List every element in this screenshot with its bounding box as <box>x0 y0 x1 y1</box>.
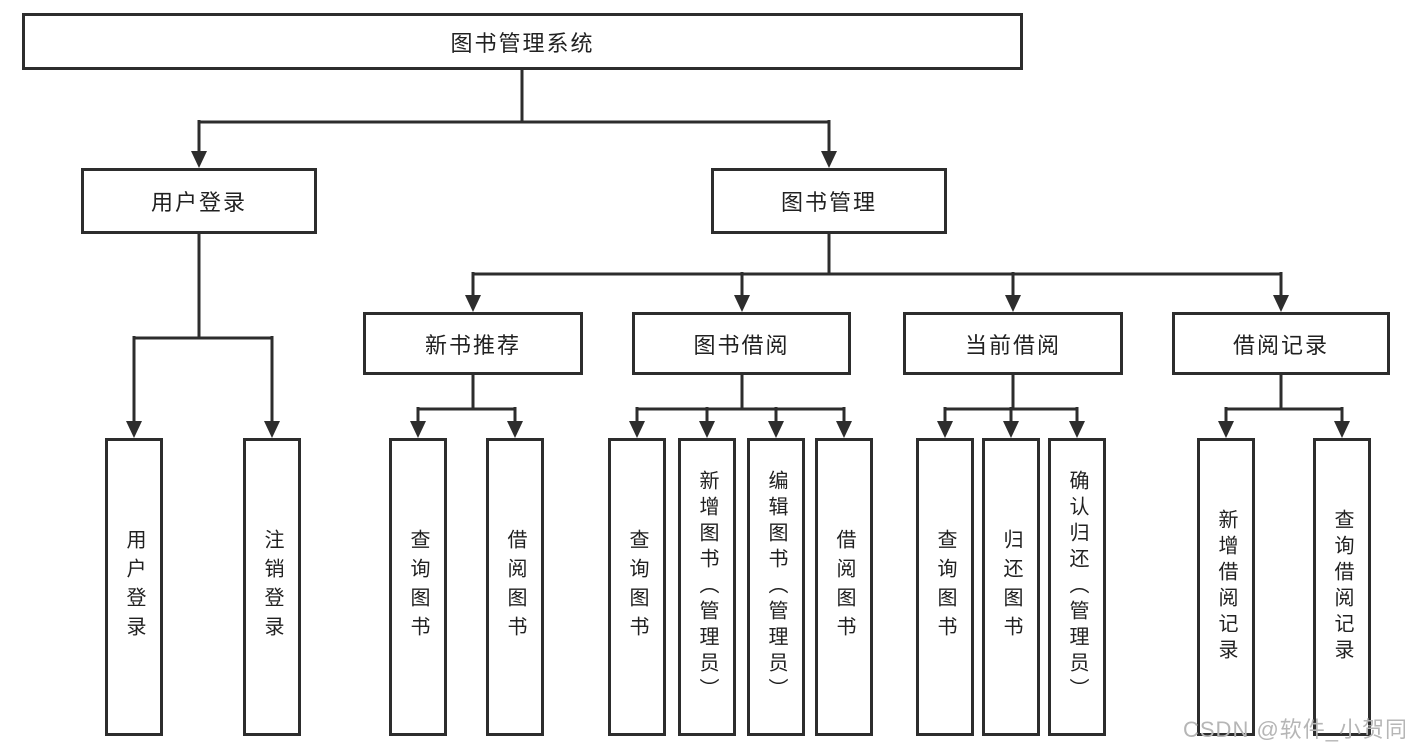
leaf-query-borrow-record: 查询借阅记录 <box>1313 438 1371 736</box>
node-user-login: 用户登录 <box>81 168 317 234</box>
node-book-management: 图书管理 <box>711 168 947 234</box>
leaf-logout: 注销登录 <box>243 438 301 736</box>
leaf-query-books-recommend: 查询图书 <box>389 438 447 736</box>
node-new-book-recommend: 新书推荐 <box>363 312 583 375</box>
node-root-system: 图书管理系统 <box>22 13 1023 70</box>
node-current-borrow: 当前借阅 <box>903 312 1123 375</box>
leaf-borrow-books: 借阅图书 <box>815 438 873 736</box>
node-borrow-records: 借阅记录 <box>1172 312 1390 375</box>
leaf-add-borrow-record: 新增借阅记录 <box>1197 438 1255 736</box>
leaf-return-books: 归还图书 <box>982 438 1040 736</box>
node-book-borrow: 图书借阅 <box>632 312 851 375</box>
leaf-edit-books-admin: 编辑图书（管理员） <box>747 438 805 736</box>
leaf-borrow-books-recommend: 借阅图书 <box>486 438 544 736</box>
leaf-query-books-current: 查询图书 <box>916 438 974 736</box>
leaf-confirm-return-admin: 确认归还（管理员） <box>1048 438 1106 736</box>
leaf-query-books-borrow: 查询图书 <box>608 438 666 736</box>
leaf-add-books-admin: 新增图书（管理员） <box>678 438 736 736</box>
csdn-watermark: CSDN @软件_小贺同学 <box>1183 717 1405 742</box>
leaf-user-login: 用户登录 <box>105 438 163 736</box>
